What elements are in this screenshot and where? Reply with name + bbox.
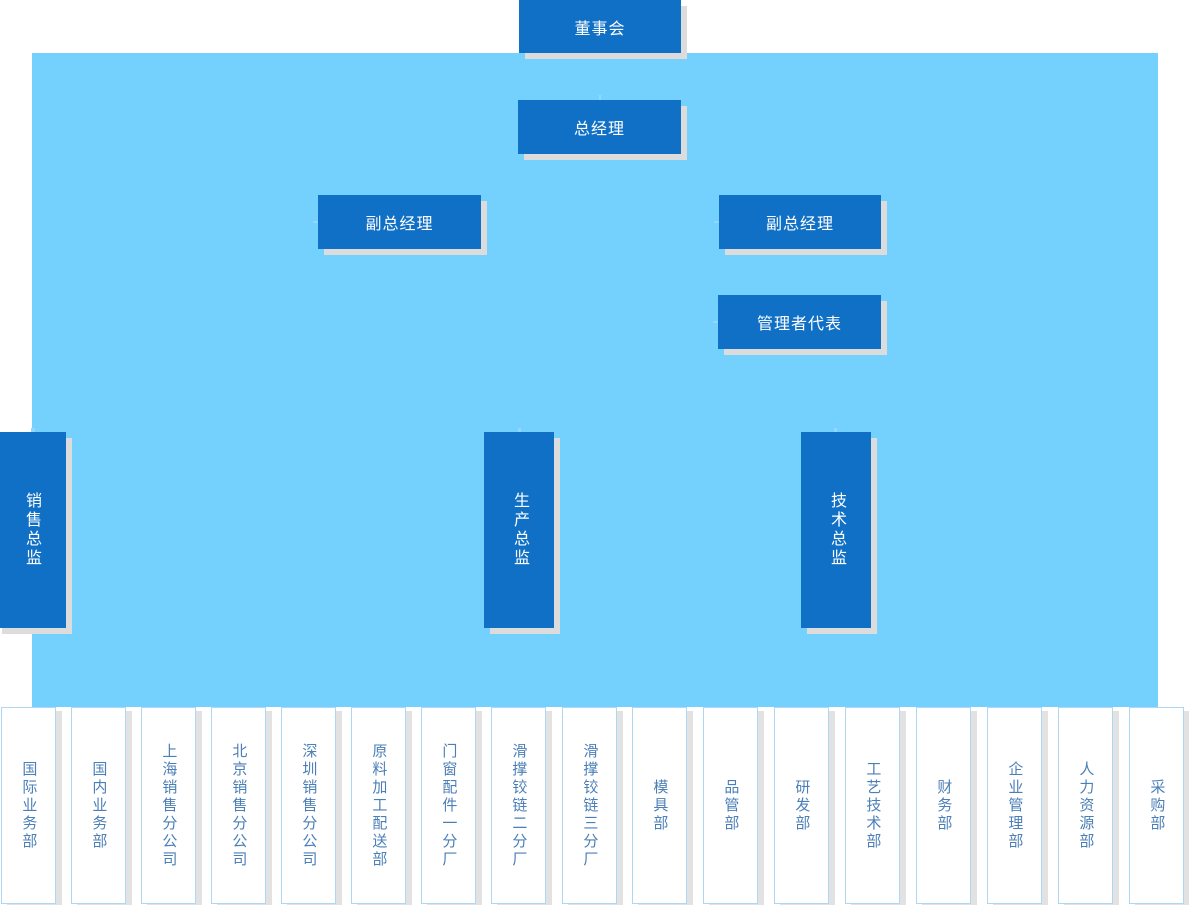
exec-label-board: 董事会 xyxy=(574,20,626,38)
connector-deputy-right xyxy=(714,221,719,223)
dept-box-hinge-plant-3[interactable]: 滑撑铰链三分厂 xyxy=(562,707,617,904)
dir-label-production-director: 生产总监 xyxy=(511,492,528,568)
dept-label-raw-material-processing: 原料加工配送部 xyxy=(370,742,388,869)
dept-box-purchasing-department[interactable]: 采购部 xyxy=(1129,707,1184,904)
dept-box-hinge-plant-2[interactable]: 滑撑铰链二分厂 xyxy=(491,707,546,904)
exec-label-deputy-gm-left: 副总经理 xyxy=(365,216,434,233)
exec-box-general-manager[interactable]: 总经理 xyxy=(518,100,681,154)
connector-gm-top xyxy=(599,95,601,100)
dept-label-international-business: 国际业务部 xyxy=(20,760,38,851)
dept-label-hinge-plant-2: 滑撑铰链二分厂 xyxy=(510,742,528,869)
dir-label-technical-director: 技术总监 xyxy=(828,492,845,568)
dept-label-window-parts-plant-1: 门窗配件一分厂 xyxy=(440,742,458,869)
dept-box-research-development[interactable]: 研发部 xyxy=(774,707,829,904)
dept-label-research-development: 研发部 xyxy=(793,778,811,833)
connector-mgmt-rep xyxy=(713,321,718,323)
dept-label-beijing-sales-branch: 北京销售分公司 xyxy=(230,742,248,869)
dept-box-shanghai-sales-branch[interactable]: 上海销售分公司 xyxy=(141,707,196,904)
dir-box-technical-director[interactable]: 技术总监 xyxy=(801,432,871,628)
dept-label-purchasing-department: 采购部 xyxy=(1148,778,1166,833)
connector-board-to-gm xyxy=(599,53,601,57)
dept-box-raw-material-processing[interactable]: 原料加工配送部 xyxy=(351,707,406,904)
dept-box-window-parts-plant-1[interactable]: 门窗配件一分厂 xyxy=(421,707,476,904)
dept-label-domestic-business: 国内业务部 xyxy=(90,760,108,851)
dept-label-process-technology: 工艺技术部 xyxy=(864,760,882,851)
exec-box-board[interactable]: 董事会 xyxy=(519,0,681,53)
dept-label-finance-department: 财务部 xyxy=(935,778,953,833)
dept-box-quality-control[interactable]: 品管部 xyxy=(703,707,758,904)
chart-canvas-panel xyxy=(32,53,1158,707)
dept-box-mold-department[interactable]: 模具部 xyxy=(632,707,687,904)
dept-label-shenzhen-sales-branch: 深圳销售分公司 xyxy=(300,742,318,869)
connector-tech-dir-top xyxy=(834,428,837,432)
exec-label-management-rep: 管理者代表 xyxy=(756,316,842,333)
connector-prod-dir-top xyxy=(518,428,521,432)
dept-box-international-business[interactable]: 国际业务部 xyxy=(1,707,56,904)
exec-label-general-manager: 总经理 xyxy=(573,121,625,138)
dir-label-sales-director: 销售总监 xyxy=(23,492,40,568)
connector-gm-bottom xyxy=(599,154,601,159)
exec-box-management-rep[interactable]: 管理者代表 xyxy=(718,295,881,349)
dept-label-quality-control: 品管部 xyxy=(722,778,740,833)
dept-label-shanghai-sales-branch: 上海销售分公司 xyxy=(160,742,178,869)
dept-box-enterprise-management[interactable]: 企业管理部 xyxy=(987,707,1042,904)
dept-box-domestic-business[interactable]: 国内业务部 xyxy=(71,707,126,904)
dept-label-mold-department: 模具部 xyxy=(651,778,669,833)
dept-label-human-resources: 人力资源部 xyxy=(1077,760,1095,851)
dept-label-enterprise-management: 企业管理部 xyxy=(1006,760,1024,851)
exec-label-deputy-gm-right: 副总经理 xyxy=(765,216,834,233)
connector-sales-dir-top xyxy=(31,428,35,432)
dept-box-finance-department[interactable]: 财务部 xyxy=(916,707,971,904)
dept-box-process-technology[interactable]: 工艺技术部 xyxy=(845,707,900,904)
dept-box-human-resources[interactable]: 人力资源部 xyxy=(1058,707,1113,904)
dir-box-production-director[interactable]: 生产总监 xyxy=(484,432,554,628)
dept-box-shenzhen-sales-branch[interactable]: 深圳销售分公司 xyxy=(281,707,336,904)
dept-box-beijing-sales-branch[interactable]: 北京销售分公司 xyxy=(211,707,266,904)
exec-box-deputy-gm-right[interactable]: 副总经理 xyxy=(719,195,881,249)
dept-label-hinge-plant-3: 滑撑铰链三分厂 xyxy=(581,742,599,869)
exec-box-deputy-gm-left[interactable]: 副总经理 xyxy=(318,195,481,249)
connector-deputy-left xyxy=(313,221,318,223)
dir-box-sales-director[interactable]: 销售总监 xyxy=(0,432,66,628)
